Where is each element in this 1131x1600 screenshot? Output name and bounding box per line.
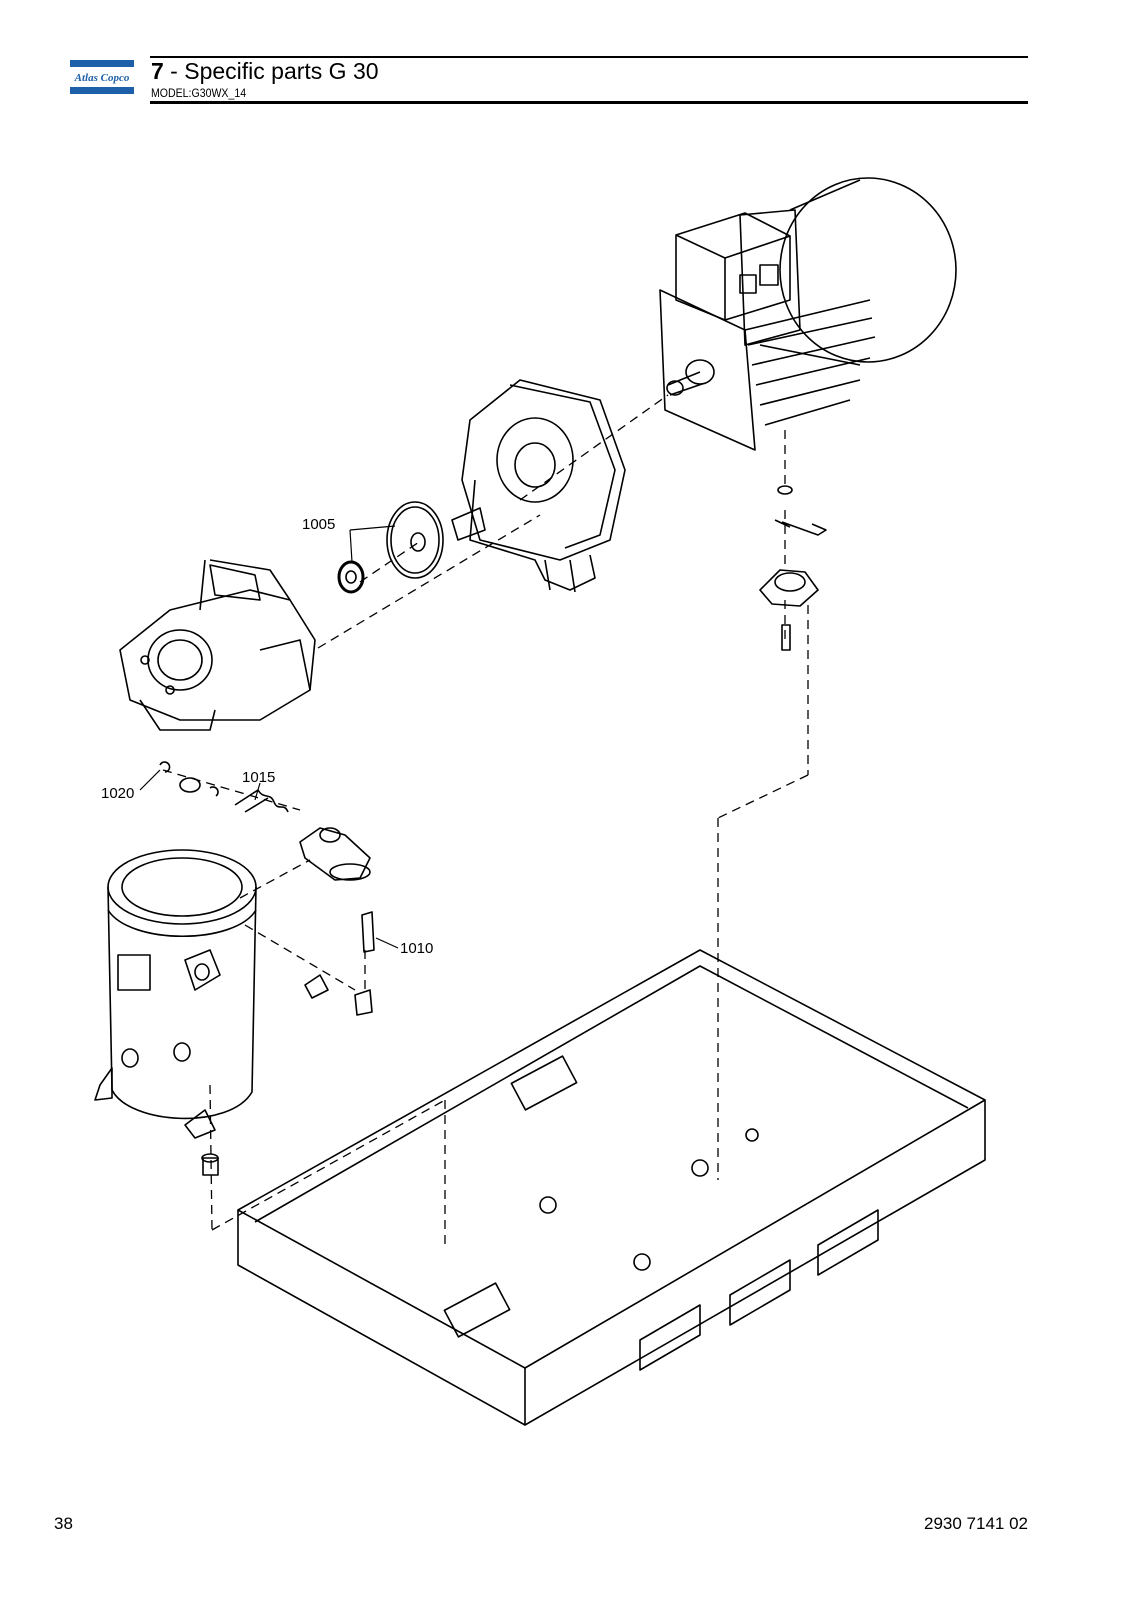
- electric-motor: [659, 177, 957, 451]
- page-title: 7 - Specific parts G 30: [151, 58, 379, 84]
- valve-assembly: [159, 761, 371, 881]
- chapter-title: - Specific parts G 30: [163, 58, 379, 84]
- gear-and-bearing: [337, 501, 444, 594]
- assembly-dashed-lines: [162, 394, 809, 1250]
- logo-text: Atlas Copco: [74, 72, 130, 84]
- chapter-number: 7: [151, 58, 164, 84]
- callout-1015: 1015: [242, 769, 275, 786]
- atlas-copco-logo: Atlas Copco: [70, 60, 134, 94]
- header-rule-bottom: [150, 101, 1028, 104]
- model-label: MODEL:G30WX_14: [151, 86, 247, 100]
- flange-housing: [451, 379, 626, 593]
- callout-1005: 1005: [302, 516, 335, 533]
- header-rule-top: [150, 56, 1028, 58]
- separator-tank: [94, 849, 375, 1176]
- base-frame: [237, 949, 986, 1426]
- vibration-mount: [759, 485, 827, 651]
- page-number: 38: [54, 1514, 73, 1533]
- document-number: 2930 7141 02: [924, 1514, 1028, 1533]
- callout-1020: 1020: [101, 785, 134, 802]
- callout-1010: 1010: [400, 940, 433, 957]
- callout-leaders: [139, 525, 399, 949]
- compressor-element: [119, 559, 316, 731]
